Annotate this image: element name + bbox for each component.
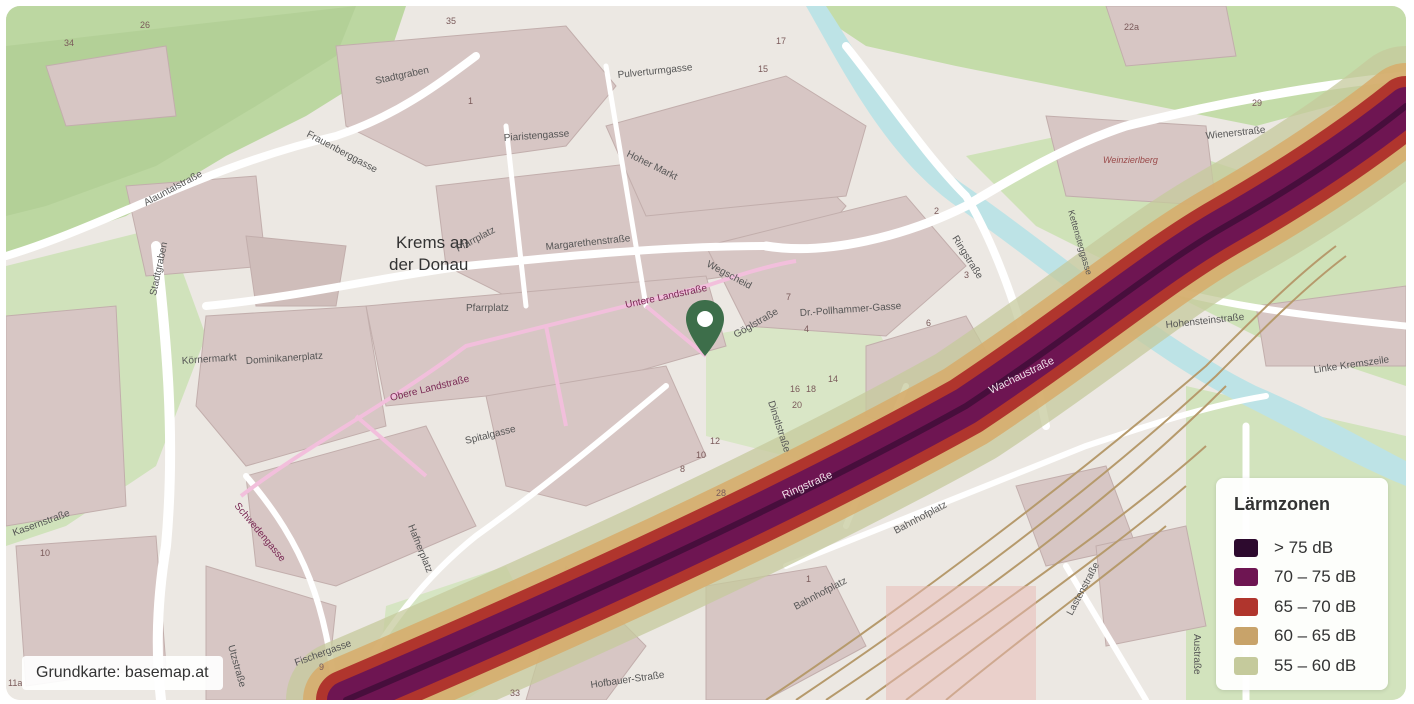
house-number: 1 <box>806 574 811 584</box>
street-label: Austraße <box>1191 634 1202 675</box>
house-number: 9 <box>319 662 324 672</box>
house-number: 16 <box>790 384 800 394</box>
map-attribution: Grundkarte: basemap.at <box>22 656 223 690</box>
house-number: 15 <box>758 64 768 74</box>
legend-label: 65 – 70 dB <box>1274 596 1357 616</box>
street-label: Weinzierlberg <box>1103 155 1158 165</box>
house-number: 11a <box>8 678 22 688</box>
noise-zones <box>286 46 1406 700</box>
legend-item-over-75: > 75 dB <box>1234 533 1370 563</box>
house-number: 26 <box>140 20 150 30</box>
house-number: 35 <box>446 16 456 26</box>
house-number: 22a <box>1124 22 1139 32</box>
house-number: 14 <box>828 374 838 384</box>
noise-legend: Lärmzonen > 75 dB 70 – 75 dB 65 – 70 dB … <box>1216 478 1388 690</box>
house-number: 28 <box>716 488 726 498</box>
map-pin-icon[interactable] <box>684 298 726 358</box>
marker-body <box>686 300 724 356</box>
house-number: 7 <box>786 292 791 302</box>
place-label-line-1: Krems an <box>396 233 469 252</box>
legend-item-55-60: 55 – 60 dB <box>1234 651 1370 681</box>
house-number: 4 <box>804 324 809 334</box>
house-number: 3 <box>964 270 969 280</box>
map-viewport[interactable]: Krems an der Donau Pfarrplatz Pfarrplatz… <box>6 6 1406 700</box>
legend-item-65-70: 65 – 70 dB <box>1234 592 1370 622</box>
river-krems <box>806 6 1406 486</box>
house-number: 8 <box>680 464 685 474</box>
street-label: Piaristengasse <box>503 128 570 144</box>
legend-item-70-75: 70 – 75 dB <box>1234 563 1370 593</box>
house-number: 6 <box>926 318 931 328</box>
legend-swatch <box>1234 538 1258 557</box>
street-label: Körnermarkt <box>181 352 237 367</box>
house-number: 2 <box>934 206 939 216</box>
house-number: 17 <box>776 36 786 46</box>
legend-item-60-65: 60 – 65 dB <box>1234 622 1370 652</box>
pedestrian-zones <box>239 259 797 498</box>
legend-label: 60 – 65 dB <box>1274 626 1357 646</box>
street-label: Dominikanerplatz <box>245 351 323 367</box>
house-number: 1 <box>468 96 473 106</box>
house-number: 29 <box>1252 98 1262 108</box>
house-number: 33 <box>510 688 520 698</box>
house-number: 12 <box>710 436 720 446</box>
house-number: 10 <box>40 548 50 558</box>
marker-dot <box>697 311 713 327</box>
station-area <box>886 586 1036 700</box>
place-label-line-2: der Donau <box>389 255 468 274</box>
house-number: 18 <box>806 384 816 394</box>
legend-swatch <box>1234 597 1258 616</box>
legend-swatch <box>1234 627 1258 646</box>
attribution-text: Grundkarte: basemap.at <box>36 664 209 681</box>
legend-label: 55 – 60 dB <box>1274 655 1357 675</box>
legend-label: 70 – 75 dB <box>1274 567 1357 587</box>
basemap[interactable]: Krems an der Donau Pfarrplatz Pfarrplatz… <box>6 6 1406 700</box>
house-number: 10 <box>696 450 706 460</box>
legend-title: Lärmzonen <box>1234 494 1331 514</box>
house-number: 20 <box>792 400 802 410</box>
house-number: 34 <box>64 38 74 48</box>
street-label: Pfarrplatz <box>466 303 509 314</box>
legend-label: > 75 dB <box>1274 537 1334 557</box>
legend-swatch <box>1234 656 1258 675</box>
legend-swatch <box>1234 568 1258 587</box>
